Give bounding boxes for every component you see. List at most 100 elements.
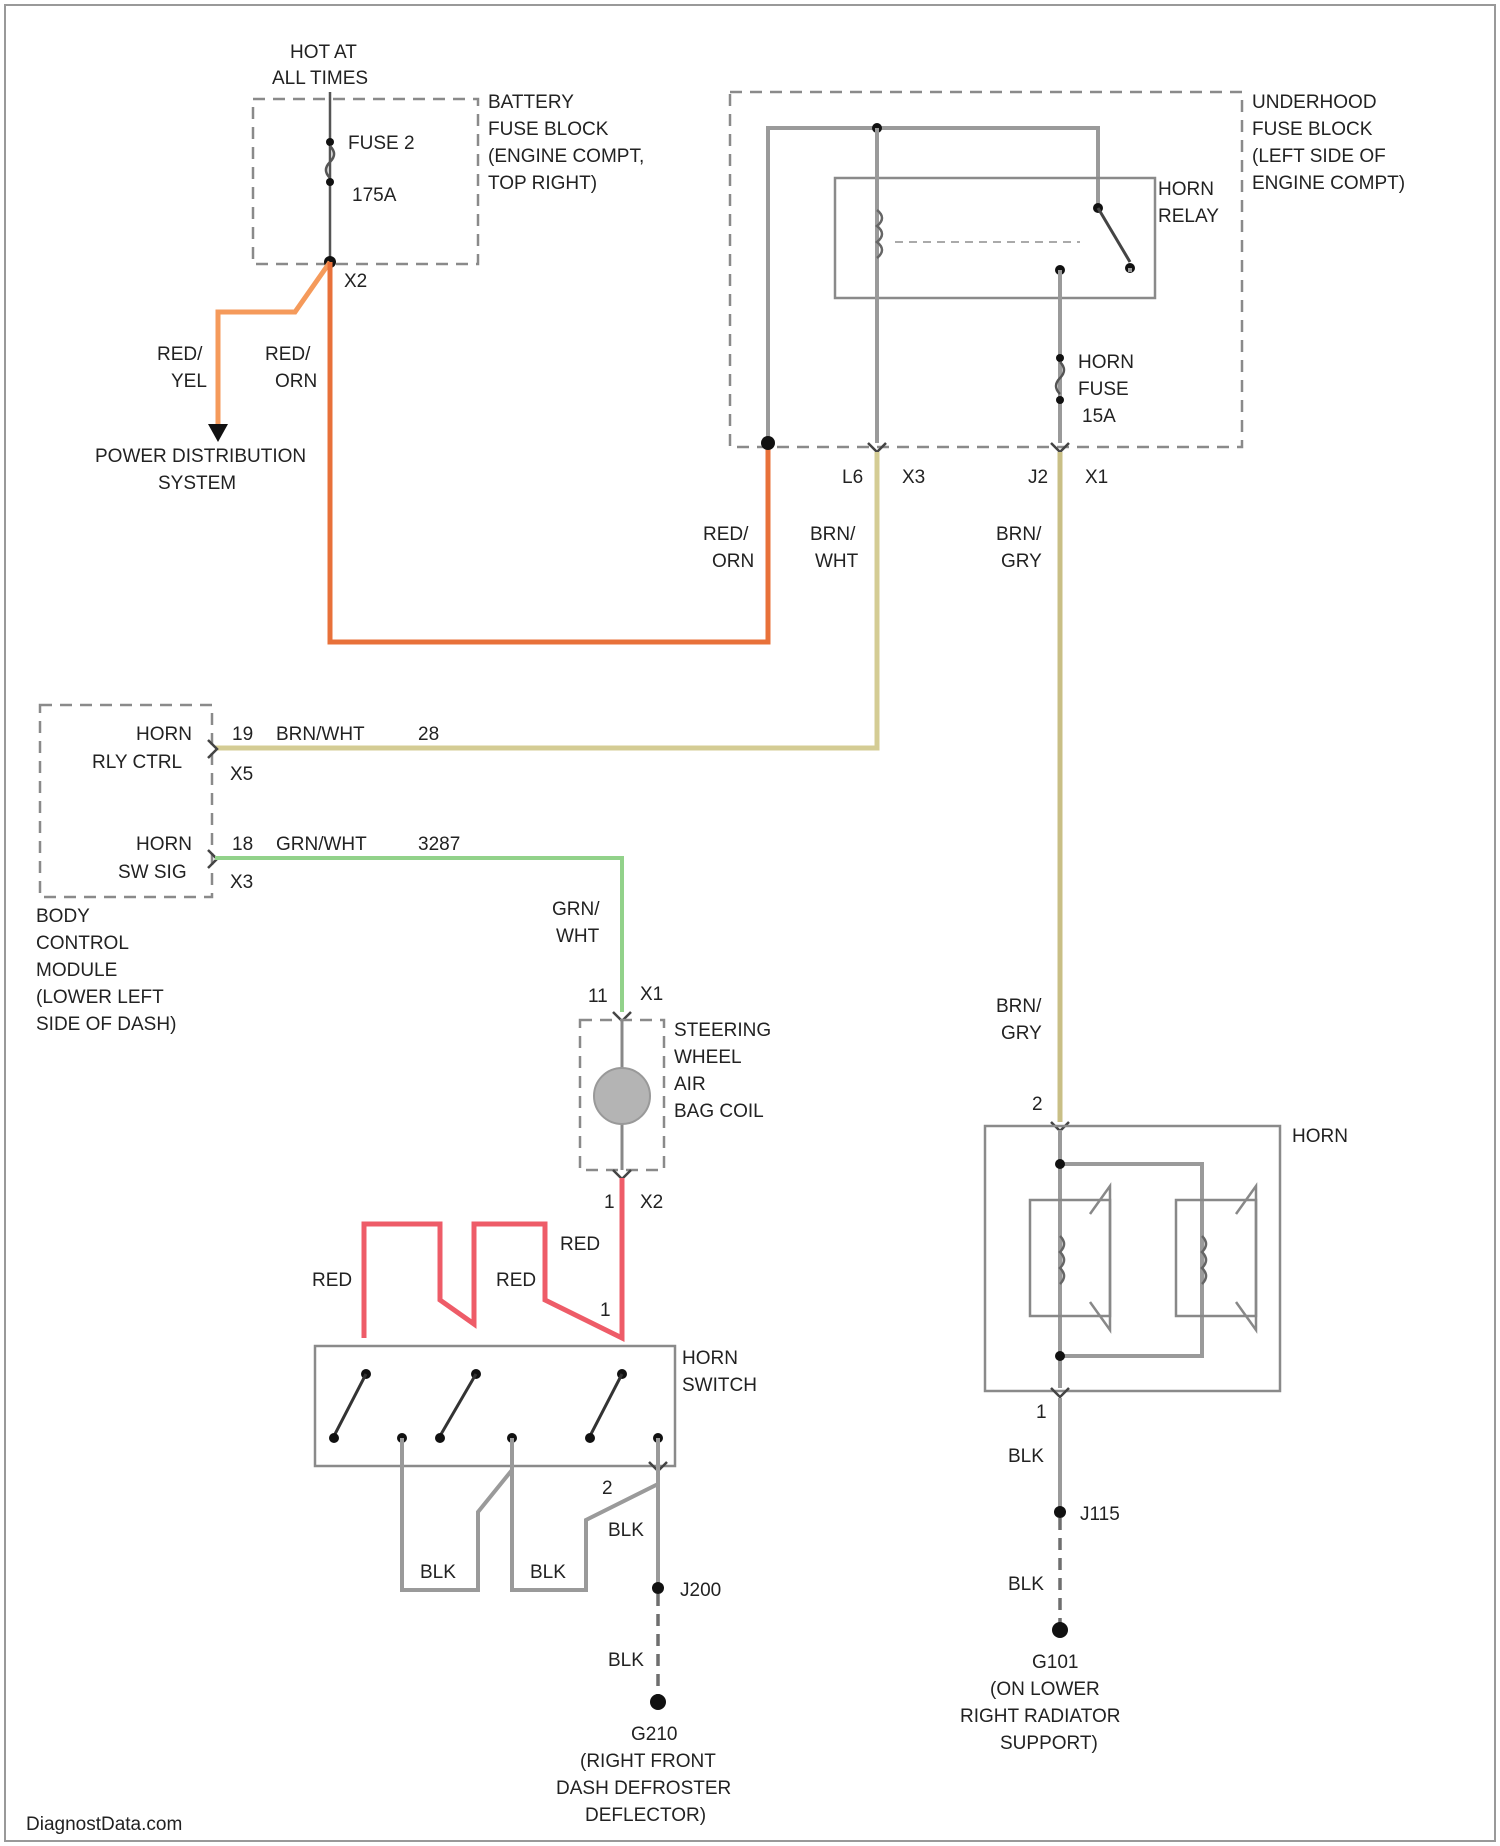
- battery-block-name-2: FUSE BLOCK: [488, 119, 609, 140]
- splice-j200-label: J200: [680, 1580, 721, 1601]
- underhood-fuse-block: HORN RELAY HORN FUSE 15A UNDERHOOD FUSE …: [730, 92, 1405, 488]
- horn-fuse-terminal-bottom: [1056, 396, 1064, 404]
- splice-j200-node: [652, 1582, 664, 1594]
- horn-fuse-label-1: HORN: [1078, 352, 1134, 373]
- horn-fuse-label-2: FUSE: [1078, 379, 1129, 400]
- switch-ground-wire-1: [402, 1438, 512, 1590]
- ground-g101-label-3: RIGHT RADIATOR: [960, 1706, 1120, 1727]
- coil-connector-bottom: X2: [640, 1192, 663, 1213]
- brn-wht-vertical-label-1: BRN/: [810, 524, 856, 545]
- bcm-sw-connector: X3: [230, 872, 253, 893]
- blk-label-c: BLK: [608, 1520, 644, 1541]
- horn-relay-box: [835, 178, 1155, 298]
- power-distribution-arrow: [208, 424, 228, 442]
- horn-component: 2 HORN 1 BLK J115 BLK G101 (ON LOWER RIG…: [960, 1094, 1348, 1754]
- bcm-ctrl-circuit: 28: [418, 724, 439, 745]
- underhood-fuse-block-box: [730, 92, 1242, 447]
- connector-x1: X1: [1085, 467, 1108, 488]
- horn-fuse-rating: 15A: [1082, 406, 1116, 427]
- diagram-frame: [5, 5, 1495, 1841]
- grn-wht-label-2: WHT: [556, 926, 600, 947]
- body-control-module: HORN RLY CTRL 19 BRN/WHT 28 X5 HORN SW S…: [36, 705, 460, 1035]
- red-orn-label-1: RED/: [265, 344, 311, 365]
- horn-parallel-wire: [1060, 1164, 1202, 1356]
- horn-switch-box: [315, 1346, 675, 1466]
- horn-label: HORN: [1292, 1126, 1348, 1147]
- coil-pin-bottom: 1: [604, 1192, 615, 1213]
- horn-splice-top: [1055, 1159, 1065, 1169]
- switch-pin-1: 1: [600, 1300, 611, 1321]
- coil-bottom-connector-symbol: [613, 1170, 631, 1179]
- red-label-b: RED: [312, 1270, 352, 1291]
- bcm-horn-ctrl-label-1: HORN: [136, 724, 192, 745]
- switch-contact-3-arm: [590, 1374, 622, 1436]
- horn-blk-label-b: BLK: [1008, 1574, 1044, 1595]
- watermark: DiagnostData.com: [26, 1814, 182, 1835]
- battery-block-name-3: (ENGINE COMPT,: [488, 146, 644, 167]
- ground-g101-label-4: SUPPORT): [1000, 1733, 1098, 1754]
- all-times-label: ALL TIMES: [272, 68, 368, 89]
- blk-label-b: BLK: [530, 1562, 566, 1583]
- horn-splice-bottom: [1055, 1351, 1065, 1361]
- splice-j115-node: [1054, 1506, 1066, 1518]
- bcm-sw-circuit: 3287: [418, 834, 460, 855]
- brn-gry-lower-label-2: GRY: [1001, 1023, 1042, 1044]
- relay-feed-wire: [768, 128, 1098, 443]
- airbag-coil: 11 X1 1 X2 STEERING WHEEL AIR BAG COIL: [580, 984, 771, 1213]
- coil-symbol: [594, 1068, 650, 1124]
- switch-pin-2: 2: [602, 1478, 613, 1499]
- horn-switch-label-1: HORN: [682, 1348, 738, 1369]
- ground-g101-symbol: [1052, 1622, 1068, 1638]
- bcm-ctrl-wire-color: BRN/WHT: [276, 724, 365, 745]
- switch-contact-1-bottom: [329, 1433, 339, 1443]
- switch-contact-2-bottom: [435, 1433, 445, 1443]
- connector-x3: X3: [902, 467, 925, 488]
- bcm-name-4: (LOWER LEFT: [36, 987, 164, 1008]
- brn-gry-vertical-label-2: GRY: [1001, 551, 1042, 572]
- red-label-c: RED: [496, 1270, 536, 1291]
- horn-relay-label-2: RELAY: [1158, 206, 1219, 227]
- pin-l6: L6: [842, 467, 863, 488]
- switch-contact-3-bottom: [585, 1433, 595, 1443]
- horn-blk-label-a: BLK: [1008, 1446, 1044, 1467]
- horn-bottom-connector-symbol: [1051, 1388, 1069, 1397]
- brn-gry-vertical-label-1: BRN/: [996, 524, 1042, 545]
- bcm-name-1: BODY: [36, 906, 90, 927]
- fuse2-rating: 175A: [352, 185, 397, 206]
- ground-g101-label-1: G101: [1032, 1652, 1078, 1673]
- relay-switch-arm: [1098, 208, 1130, 262]
- horn-switch-label-2: SWITCH: [682, 1375, 757, 1396]
- ground-g210-label-2: (RIGHT FRONT: [580, 1751, 716, 1772]
- coil-name-2: WHEEL: [674, 1047, 742, 1068]
- bcm-name-3: MODULE: [36, 960, 117, 981]
- splice-j115-label: J115: [1080, 1504, 1120, 1525]
- red-yel-label-2: YEL: [171, 371, 207, 392]
- horn-switch: RED RED RED 1 HORN SWITCH 2 BLK BLK BLK …: [312, 1178, 757, 1826]
- red-yel-label-1: RED/: [157, 344, 203, 365]
- red-orn-vertical-label-1: RED/: [703, 524, 749, 545]
- ground-g210-symbol: [650, 1694, 666, 1710]
- horn-speaker-right: [1176, 1186, 1256, 1330]
- brn-wht-vertical-label-2: WHT: [815, 551, 859, 572]
- ground-g210-label-4: DEFLECTOR): [585, 1805, 706, 1826]
- battery-fuse-block-box: [253, 99, 478, 264]
- pin-j2: J2: [1028, 467, 1048, 488]
- power-distribution-label-1: POWER DISTRIBUTION: [95, 446, 306, 467]
- red-label-a: RED: [560, 1234, 600, 1255]
- battery-fuse-block: HOT AT ALL TIMES FUSE 2 175A X2 BATTERY …: [253, 42, 644, 292]
- brn-wht-wire: [215, 452, 877, 748]
- underhood-name-1: UNDERHOOD: [1252, 92, 1377, 113]
- horn-relay-label-1: HORN: [1158, 179, 1214, 200]
- switch-contact-2-arm: [440, 1374, 476, 1436]
- bcm-horn-ctrl-label-2: RLY CTRL: [92, 752, 182, 773]
- underhood-name-4: ENGINE COMPT): [1252, 173, 1405, 194]
- switch-contact-1-arm: [334, 1374, 366, 1436]
- blk-label-d: BLK: [608, 1650, 644, 1671]
- ground-g101-label-2: (ON LOWER: [990, 1679, 1100, 1700]
- red-orn-vertical-label-2: ORN: [712, 551, 754, 572]
- bcm-name-2: CONTROL: [36, 933, 129, 954]
- battery-block-name-4: TOP RIGHT): [488, 173, 597, 194]
- coil-pin-top: 11: [588, 986, 608, 1007]
- coil-connector-top: X1: [640, 984, 663, 1005]
